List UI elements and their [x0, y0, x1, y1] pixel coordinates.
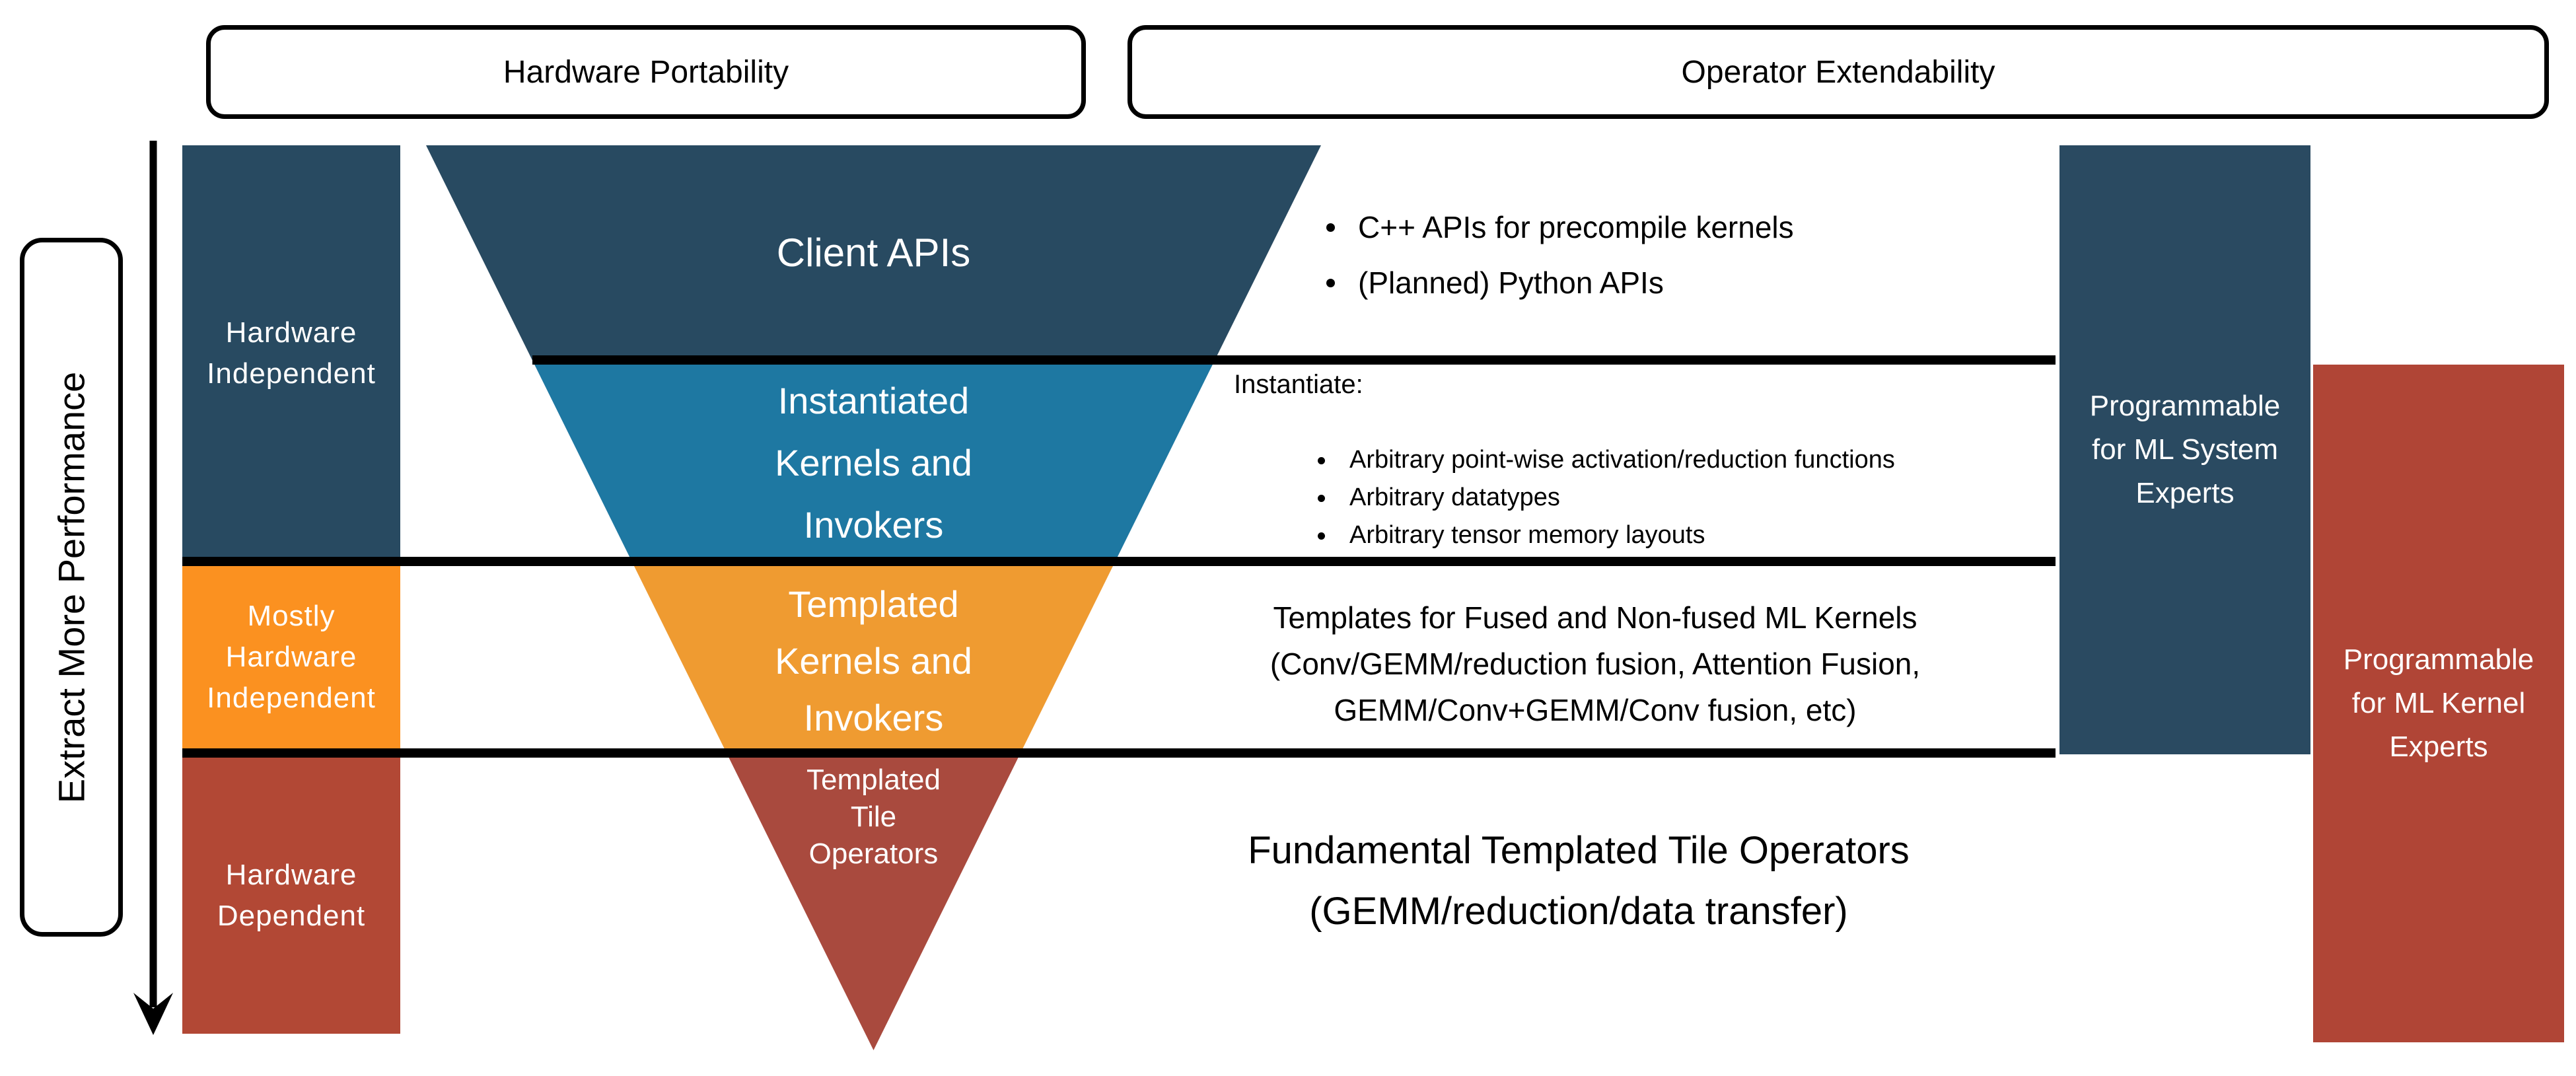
bar-programmable-ml-kernel-experts: Programmable for ML Kernel Experts [2313, 365, 2564, 1042]
bullet-dot-icon [1318, 494, 1325, 502]
bullet-text: Arbitrary datatypes [1349, 484, 1560, 511]
header-label-operator-extendability: Operator Extendability [1681, 54, 1995, 90]
header-box-operator-extendability: Operator Extendability [1127, 25, 2549, 119]
bullet-dot-icon [1318, 456, 1325, 464]
column-block-mostly-hardware-independent: Mostly Hardware Independent [182, 566, 400, 748]
bullet-text: Arbitrary point-wise activation/reductio… [1349, 446, 1895, 474]
funnel-label-templated-tile-operators: Templated Tile Operators [806, 764, 941, 870]
divider-line-1 [532, 355, 2056, 365]
arrowhead-down-icon [133, 993, 173, 1035]
bullet-item: (Planned) Python APIs [1306, 255, 1794, 310]
bullet-item: Arbitrary tensor memory layouts [1298, 517, 1895, 554]
bullet-text: C++ APIs for precompile kernels [1358, 210, 1794, 244]
bullet-item: C++ APIs for precompile kernels [1306, 199, 1794, 255]
column-label-mostly-hardware-independent: Mostly Hardware Independent [207, 600, 376, 714]
annotation-templates-text: Templates for Fused and Non-fused ML Ker… [1270, 600, 1921, 727]
bullet-text: (Planned) Python APIs [1358, 266, 1664, 300]
bullet-dot-icon [1318, 532, 1325, 540]
funnel-section-instantiated-kernels: Instantiated Kernels and Invokers [426, 360, 1321, 566]
performance-axis-label-box: Extract More Performance [20, 238, 123, 937]
column-block-hardware-dependent: Hardware Dependent [182, 758, 400, 1034]
bar-label-ml-system-experts: Programmable for ML System Experts [2089, 390, 2281, 509]
column-label-hardware-independent: Hardware Independent [207, 316, 376, 390]
performance-axis-label: Extract More Performance [50, 371, 92, 803]
bullet-dot-icon [1326, 223, 1335, 232]
column-block-hardware-independent: Hardware Independent [182, 145, 400, 561]
bar-label-ml-kernel-experts: Programmable for ML Kernel Experts [2343, 643, 2534, 763]
funnel-label-templated-kernels: Templated Kernels and Invokers [775, 583, 972, 738]
annotation-fundamental-text: Fundamental Templated Tile Operators (GE… [1248, 829, 1910, 933]
bullet-dot-icon [1326, 279, 1335, 287]
annotation-instantiate-title: Instantiate: [1234, 370, 1363, 399]
bar-programmable-ml-system-experts: Programmable for ML System Experts [2059, 145, 2310, 754]
funnel-label-instantiated-kernels: Instantiated Kernels and Invokers [775, 380, 972, 546]
bullet-item: Arbitrary point-wise activation/reductio… [1298, 441, 1895, 479]
funnel-section-client-apis: Client APIs [426, 145, 1321, 360]
column-label-hardware-dependent: Hardware Dependent [217, 859, 366, 932]
bullet-item: Arbitrary datatypes [1298, 479, 1895, 517]
divider-line-2 [182, 557, 2056, 566]
divider-line-3 [182, 748, 2056, 758]
bullet-text: Arbitrary tensor memory layouts [1349, 521, 1705, 549]
funnel-label-client-apis: Client APIs [776, 231, 971, 275]
header-label-hardware-portability: Hardware Portability [503, 54, 789, 90]
annotation-instantiate-bullets: Arbitrary point-wise activation/reductio… [1298, 441, 1895, 554]
header-box-hardware-portability: Hardware Portability [206, 25, 1086, 119]
annotation-client-api-bullets: C++ APIs for precompile kernels (Planned… [1306, 199, 1794, 310]
performance-arrow [133, 141, 173, 1035]
